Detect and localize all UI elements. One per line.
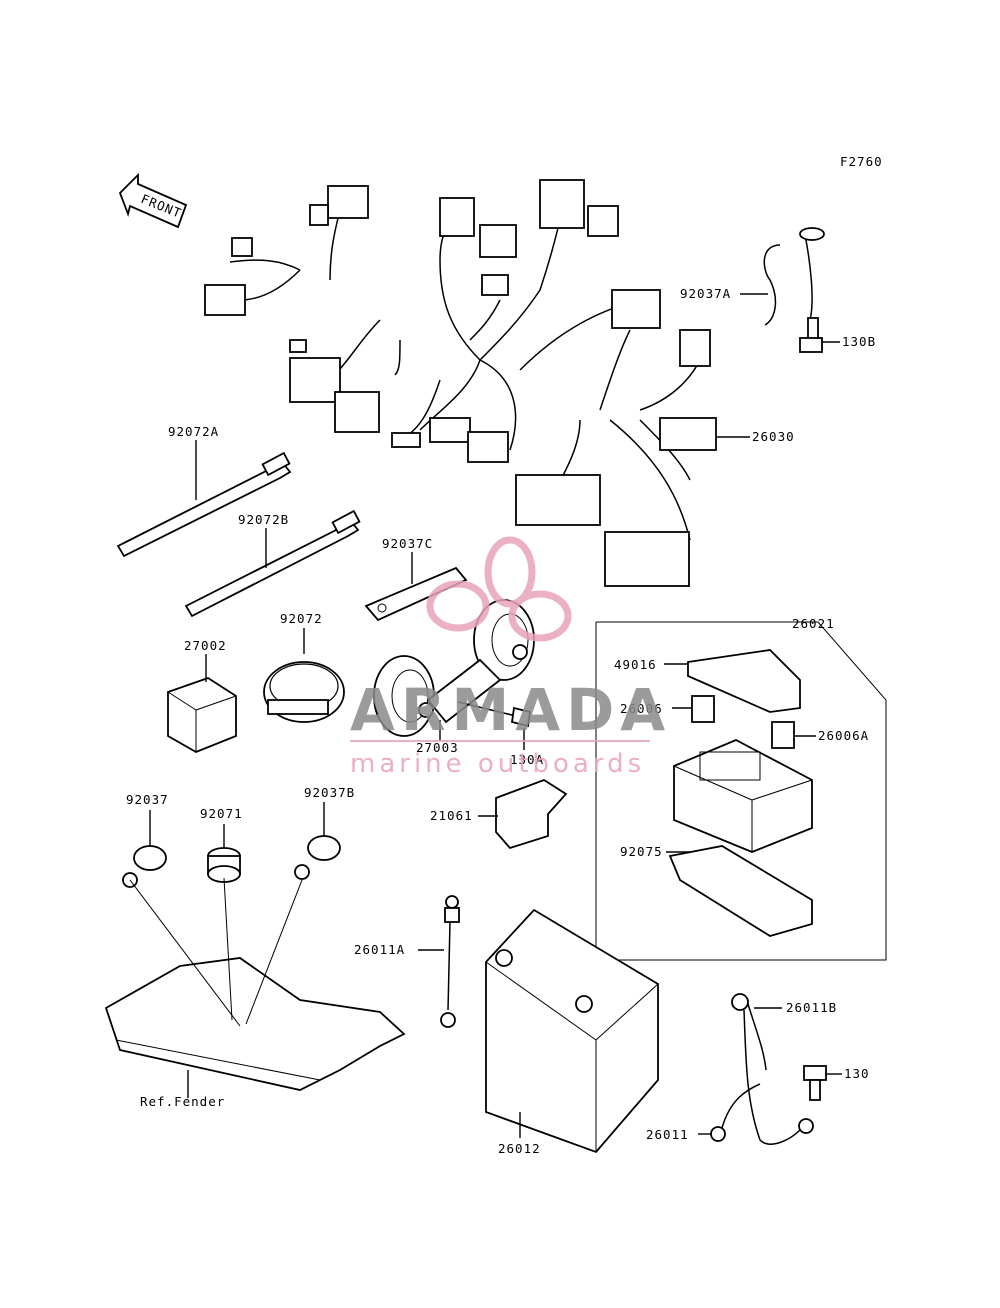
clamp-92037A: [763, 227, 825, 326]
resistor-21061: [495, 778, 568, 850]
bolt-130B: [799, 317, 823, 353]
label-ref-fender: Ref.Fender: [140, 1094, 225, 1109]
watermark-brand: ARMADA: [350, 676, 671, 744]
label-92037B: 92037B: [304, 785, 355, 800]
relay-27002: [167, 677, 237, 753]
label-26006A: 26006A: [818, 728, 869, 743]
label-26012: 26012: [498, 1141, 541, 1156]
grommet-92071: [207, 847, 241, 883]
armada-propeller-logo: [426, 536, 572, 642]
battery-26012: [485, 908, 659, 1154]
label-21061: 21061: [430, 808, 473, 823]
junction-box-body: [673, 739, 813, 853]
watermark-tagline: marine outboards: [350, 749, 645, 779]
clamp-92037B: [294, 835, 341, 880]
figure-code: F2760: [840, 154, 883, 169]
cover-49016: [687, 649, 801, 713]
label-92072: 92072: [280, 611, 323, 626]
label-26011A: 26011A: [354, 942, 405, 957]
label-130: 130: [844, 1066, 870, 1081]
fender-reference: [104, 877, 406, 1091]
label-92037A: 92037A: [680, 286, 731, 301]
label-49016: 49016: [614, 657, 657, 672]
label-26030: 26030: [752, 429, 795, 444]
label-27002: 27002: [184, 638, 227, 653]
label-130A: 130A: [510, 752, 544, 767]
label-26011: 26011: [646, 1127, 689, 1142]
label-27003: 27003: [416, 740, 459, 755]
cable-26011A: [440, 895, 460, 1028]
label-130B: 130B: [842, 334, 876, 349]
fuse-26006: [691, 695, 715, 723]
bolt-130A: [457, 701, 532, 728]
plate-92037C: [364, 566, 468, 622]
cable-26011B: [731, 993, 814, 1145]
label-26011B: 26011B: [786, 1000, 837, 1015]
cable-tie-92072B: [184, 509, 361, 618]
label-92072A: 92072A: [168, 424, 219, 439]
fuse-26006A: [771, 721, 795, 749]
main-wiring-harness: [204, 179, 717, 587]
label-92037: 92037: [126, 792, 169, 807]
bolt-130: [803, 1065, 827, 1101]
cable-tie-92072A: [116, 451, 292, 558]
label-26006: 26006: [620, 701, 663, 716]
armada-watermark: ARMADA marine outboards: [350, 536, 671, 779]
label-26021: 26021: [792, 616, 835, 631]
cover-92075: [668, 845, 813, 937]
junction-box-group-26021: [595, 621, 887, 961]
label-92072B: 92072B: [238, 512, 289, 527]
label-92071: 92071: [200, 806, 243, 821]
front-direction-arrow: FRONT: [118, 172, 188, 229]
hose-clamp-92072: [263, 661, 345, 723]
label-92037C: 92037C: [382, 536, 433, 551]
label-92075: 92075: [620, 844, 663, 859]
clamp-92037: [122, 845, 167, 888]
